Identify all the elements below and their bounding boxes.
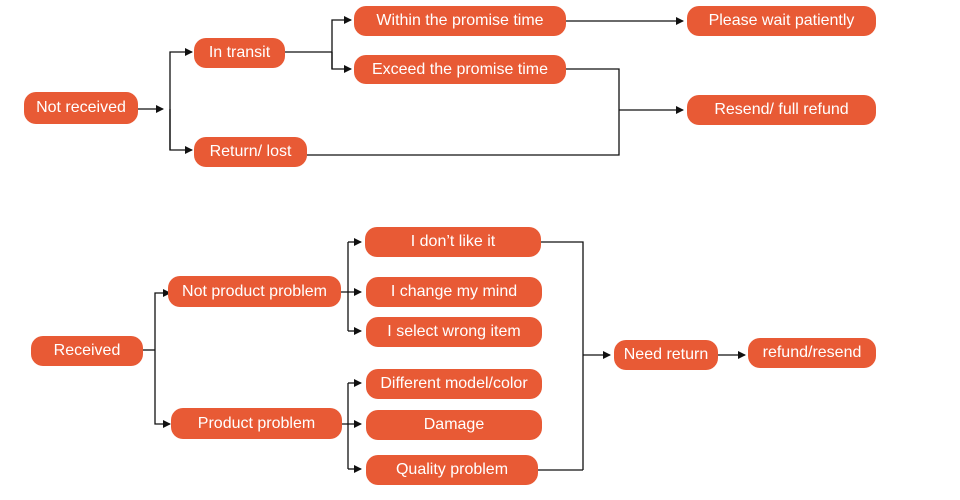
node-label: Quality problem — [395, 461, 509, 478]
node-label: Need return — [623, 346, 709, 363]
node-need-return: Need return — [614, 340, 718, 370]
node-please-wait: Please wait patiently — [687, 6, 876, 36]
node-wrong-item: I select wrong item — [366, 317, 542, 347]
node-label: Return/ lost — [209, 143, 292, 160]
node-not-product-problem: Not product problem — [168, 276, 341, 307]
node-quality-problem: Quality problem — [366, 455, 538, 485]
connector-in-transit-to-within — [331, 16, 352, 69]
connector-split-to-return-lost — [169, 109, 193, 154]
connector-split-to-product — [154, 350, 171, 428]
node-resend-refund: Resend/ full refund — [687, 95, 876, 125]
node-label: Within the promise time — [376, 12, 544, 29]
node-label: Different model/color — [380, 375, 528, 392]
node-label: Product problem — [197, 414, 316, 432]
node-change-mind: I change my mind — [366, 277, 542, 307]
node-label: Resend/ full refund — [714, 101, 849, 118]
node-label: Not product problem — [182, 282, 327, 300]
node-return-lost: Return/ lost — [194, 137, 307, 167]
connector-return-lost-to-merge — [307, 112, 620, 156]
node-received: Received — [31, 336, 143, 366]
node-label: In transit — [208, 44, 271, 61]
node-label: Exceed the promise time — [371, 60, 549, 78]
node-not-received: Not received — [24, 92, 138, 124]
node-product-problem: Product problem — [171, 408, 342, 439]
connector-exceed-to-merge — [566, 68, 620, 112]
node-label: Damage — [423, 416, 485, 433]
node-refund-resend: refund/resend — [748, 338, 876, 368]
node-label: I don’t like it — [410, 233, 496, 250]
node-exceed-promise-time: Exceed the promise time — [354, 55, 566, 84]
connector-split-to-in-transit — [169, 48, 193, 150]
node-label: Received — [53, 342, 121, 359]
connector-dont-like-to-merge — [541, 241, 584, 470]
node-damage: Damage — [366, 410, 542, 440]
node-in-transit: In transit — [194, 38, 285, 68]
connector-split-to-not-product — [154, 289, 171, 350]
node-label: I select wrong item — [387, 323, 521, 340]
node-different-model: Different model/color — [366, 369, 542, 399]
connector-in-transit-to-exceed — [331, 52, 352, 73]
node-label: refund/resend — [762, 344, 862, 361]
node-within-promise-time: Within the promise time — [354, 6, 566, 36]
node-label: I change my mind — [390, 283, 518, 300]
node-label: Please wait patiently — [708, 12, 855, 29]
node-dont-like: I don’t like it — [365, 227, 541, 257]
node-label: Not received — [36, 99, 126, 116]
